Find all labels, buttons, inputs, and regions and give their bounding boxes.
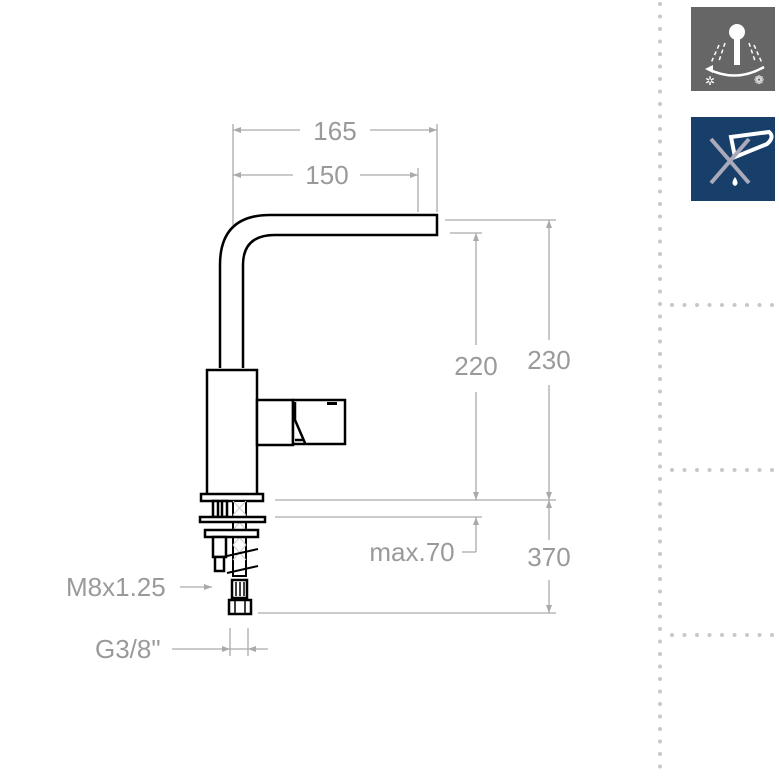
dim-230: 230 xyxy=(527,345,570,375)
dotted-separators xyxy=(658,2,779,779)
dimension-arrows xyxy=(204,127,552,652)
svg-text:✲: ✲ xyxy=(705,74,715,88)
dim-g38: G3/8" xyxy=(95,634,161,664)
dim-150: 150 xyxy=(305,160,348,190)
no-pressure-boiler-icon xyxy=(691,117,775,201)
hot-cold-mixing-icon: ✲ ❁ xyxy=(691,7,775,91)
dim-max70: max.70 xyxy=(369,537,454,567)
dim-370: 370 xyxy=(527,542,570,572)
svg-text:❁: ❁ xyxy=(754,73,764,87)
dim-220: 220 xyxy=(454,351,497,381)
dim-165: 165 xyxy=(313,116,356,146)
dim-m8: M8x1.25 xyxy=(66,572,166,602)
dimension-lines xyxy=(172,124,556,656)
faucet-outline xyxy=(198,213,439,616)
